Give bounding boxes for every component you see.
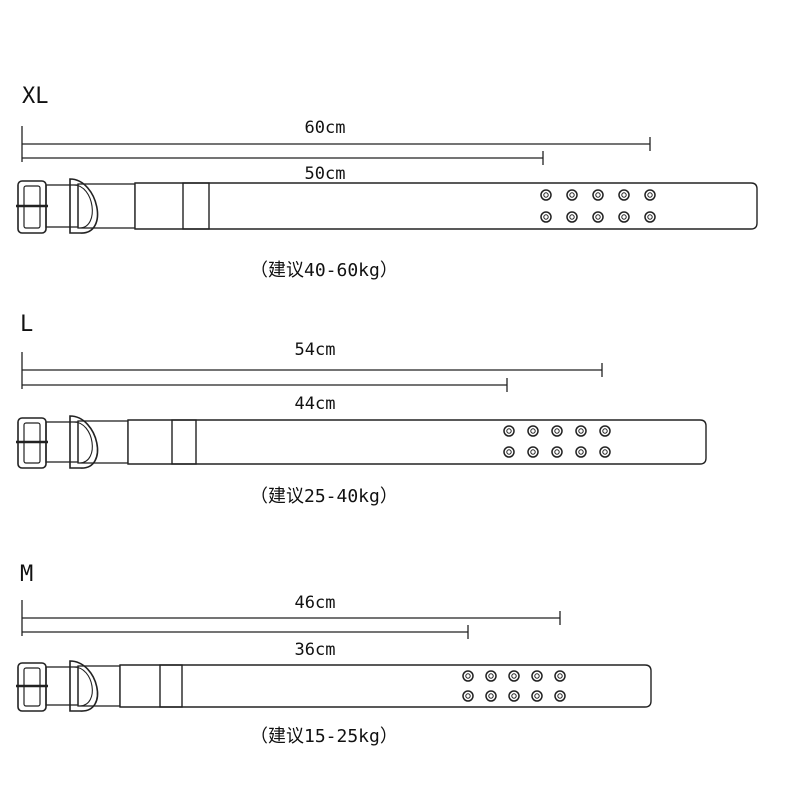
buckle-strap-icon-xl — [45, 184, 79, 228]
collar-strap-l — [127, 419, 707, 465]
eyelet-hole-inner-l — [530, 449, 536, 455]
eyelet-hole-l — [575, 425, 587, 437]
eyelet-hole-inner-m — [534, 693, 540, 699]
keeper-loop-xl — [182, 182, 210, 230]
eyelet-hole-l — [527, 425, 539, 437]
eyelet-hole-inner-l — [506, 449, 512, 455]
d-ring-icon-l — [69, 415, 99, 469]
eyelet-hole-inner-m — [557, 673, 563, 679]
eyelet-hole-xl — [618, 211, 630, 223]
eyelet-hole-xl — [592, 189, 604, 201]
eyelet-hole-m — [485, 690, 497, 702]
weight-recommendation-m: （建议15-25kg） — [250, 726, 398, 747]
hole-length-label-l: 44cm — [294, 394, 336, 414]
hole-length-label-xl: 50cm — [304, 164, 346, 184]
collar-strap-m — [119, 664, 652, 708]
eyelet-hole-l — [575, 446, 587, 458]
eyelet-hole-l — [551, 446, 563, 458]
eyelet-hole-inner-xl — [621, 214, 627, 220]
eyelet-hole-inner-m — [465, 673, 471, 679]
eyelet-hole-inner-l — [530, 428, 536, 434]
total-length-label-m: 46cm — [294, 593, 336, 613]
eyelet-hole-m — [508, 670, 520, 682]
size-label-m: M — [20, 562, 34, 587]
eyelet-hole-inner-xl — [621, 192, 627, 198]
eyelet-hole-inner-xl — [647, 214, 653, 220]
d-ring-inner-icon-xl — [73, 184, 93, 229]
eyelet-hole-l — [599, 446, 611, 458]
eyelet-hole-m — [531, 690, 543, 702]
eyelet-hole-inner-l — [602, 449, 608, 455]
eyelet-hole-inner-m — [534, 673, 540, 679]
eyelet-hole-inner-l — [578, 428, 584, 434]
eyelet-hole-m — [554, 670, 566, 682]
eyelet-hole-inner-xl — [647, 192, 653, 198]
eyelet-hole-inner-l — [578, 449, 584, 455]
total-length-label-l: 54cm — [294, 340, 336, 360]
eyelet-hole-m — [462, 690, 474, 702]
d-ring-inner-icon-l — [73, 421, 93, 464]
d-ring-inner-icon-m — [73, 666, 93, 707]
eyelet-hole-l — [503, 425, 515, 437]
eyelet-hole-inner-xl — [595, 214, 601, 220]
d-ring-icon-xl — [69, 178, 99, 234]
eyelet-hole-inner-m — [557, 693, 563, 699]
eyelet-hole-xl — [566, 189, 578, 201]
eyelet-hole-m — [485, 670, 497, 682]
eyelet-hole-inner-xl — [569, 214, 575, 220]
eyelet-hole-inner-l — [602, 428, 608, 434]
eyelet-hole-xl — [592, 211, 604, 223]
eyelet-hole-xl — [540, 211, 552, 223]
eyelet-hole-inner-m — [465, 693, 471, 699]
collar-strap-xl — [134, 182, 758, 230]
eyelet-hole-inner-xl — [595, 192, 601, 198]
eyelet-hole-m — [554, 690, 566, 702]
eyelet-hole-inner-l — [506, 428, 512, 434]
hole-length-label-m: 36cm — [294, 640, 336, 660]
eyelet-hole-m — [462, 670, 474, 682]
keeper-loop-l — [171, 419, 197, 465]
buckle-strap-icon-m — [45, 666, 79, 706]
eyelet-hole-inner-m — [488, 693, 494, 699]
eyelet-hole-inner-xl — [543, 214, 549, 220]
eyelet-hole-inner-m — [488, 673, 494, 679]
eyelet-hole-l — [503, 446, 515, 458]
eyelet-hole-l — [599, 425, 611, 437]
eyelet-hole-xl — [644, 211, 656, 223]
eyelet-hole-inner-l — [554, 428, 560, 434]
size-label-xl: XL — [22, 84, 49, 109]
buckle-strap-icon-l — [45, 421, 79, 463]
eyelet-hole-xl — [566, 211, 578, 223]
eyelet-hole-xl — [644, 189, 656, 201]
eyelet-hole-inner-xl — [569, 192, 575, 198]
eyelet-hole-l — [527, 446, 539, 458]
weight-recommendation-xl: （建议40-60kg） — [250, 260, 398, 281]
eyelet-hole-l — [551, 425, 563, 437]
eyelet-hole-m — [531, 670, 543, 682]
eyelet-hole-xl — [618, 189, 630, 201]
eyelet-hole-xl — [540, 189, 552, 201]
eyelet-hole-inner-m — [511, 693, 517, 699]
size-label-l: L — [20, 312, 34, 337]
strap-overlap-m — [77, 665, 121, 707]
eyelet-hole-m — [508, 690, 520, 702]
weight-recommendation-l: （建议25-40kg） — [250, 486, 398, 507]
eyelet-hole-inner-m — [511, 673, 517, 679]
eyelet-hole-inner-l — [554, 449, 560, 455]
d-ring-icon-m — [69, 660, 99, 712]
keeper-loop-m — [159, 664, 183, 708]
strap-overlap-xl — [77, 183, 136, 229]
eyelet-hole-inner-xl — [543, 192, 549, 198]
total-length-label-xl: 60cm — [304, 118, 346, 138]
